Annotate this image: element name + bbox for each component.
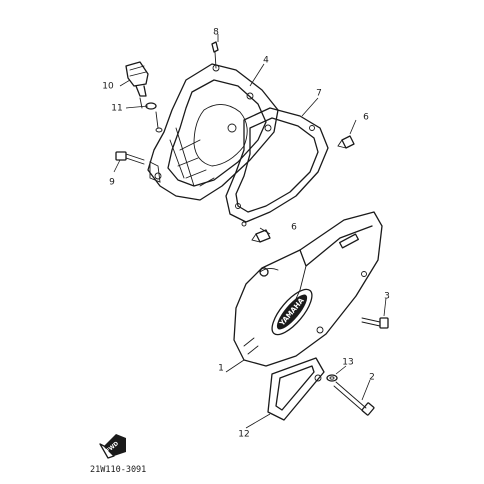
callout-2: 2 [369, 373, 375, 383]
callout-8: 8 [213, 28, 219, 38]
callout-labels: 8 4 7 10 11 6 9 6 3 1 13 2 12 [102, 28, 390, 440]
diagram-reference-code: 21W110-3091 [90, 465, 146, 475]
oil-filler-plug-part-10 [125, 61, 149, 109]
screw-part-8 [211, 41, 219, 69]
dowel-pin-part-6-lower [251, 229, 271, 243]
callout-6-lower: 6 [291, 223, 297, 233]
forward-direction-badge: FWD [99, 434, 126, 459]
callout-4: 4 [263, 56, 269, 66]
brand-emblem-text: YAMAHA [278, 296, 307, 328]
o-ring-part-11 [145, 102, 163, 133]
callout-10: 10 [102, 82, 114, 92]
callout-1: 1 [218, 364, 224, 374]
dowel-pin-part-6-upper [337, 135, 355, 149]
screw-part-3 [361, 317, 389, 329]
bolt-part-2 [333, 381, 375, 416]
washer-part-13 [326, 374, 338, 382]
callout-12: 12 [238, 430, 249, 440]
callout-3: 3 [384, 292, 390, 302]
callout-7: 7 [316, 89, 322, 99]
crankcase-cover-part-4 [147, 63, 279, 201]
callout-11: 11 [111, 104, 122, 114]
screw-part-9 [115, 151, 145, 165]
callout-6-upper: 6 [363, 113, 369, 123]
leader-lines [113, 34, 387, 429]
callout-13: 13 [342, 358, 353, 368]
gasket-part-7 [225, 107, 329, 227]
callout-9: 9 [109, 178, 115, 188]
bracket-part-12 [267, 357, 325, 421]
